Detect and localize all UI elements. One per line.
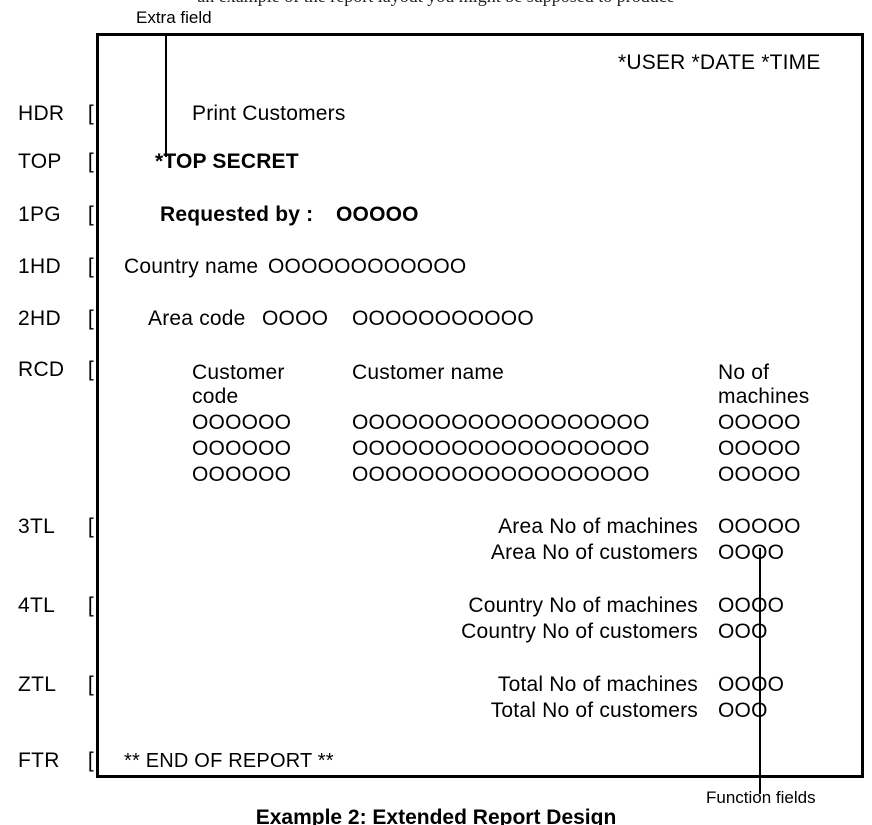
total-value-area-machines: OOOOO	[718, 515, 801, 538]
section-code-ztl-label: ZTL	[18, 673, 57, 696]
section-code-hdr: HDR [	[18, 102, 96, 126]
section-code-1hd-label: 1HD	[18, 255, 61, 278]
section-bracket-top: [	[87, 150, 94, 173]
column-header-customer-code-line2: code	[192, 385, 239, 408]
column-header-customer-name: Customer name	[352, 361, 504, 384]
table-row-machines: OOOOO	[718, 463, 801, 486]
total-value-area-customers: OOOO	[718, 541, 785, 564]
section-bracket-hdr: [	[87, 102, 94, 125]
table-row-machines: OOOOO	[718, 437, 801, 460]
report-title: Print Customers	[192, 102, 346, 125]
area-code-field: OOOO	[262, 307, 329, 330]
clipped-top-text: an example of the report layout you migh…	[0, 0, 872, 12]
section-code-ftr-label: FTR	[18, 749, 60, 772]
section-code-1pg-label: 1PG	[18, 203, 61, 226]
section-code-1hd: 1HD [	[18, 255, 96, 279]
top-secret-banner: *TOP SECRET	[155, 150, 299, 173]
section-code-4tl-label: 4TL	[18, 594, 56, 617]
system-fields: *USER *DATE *TIME	[618, 51, 821, 74]
requested-by-label: Requested by :	[160, 203, 314, 226]
country-name-label: Country name	[124, 255, 259, 278]
section-code-3tl-label: 3TL	[18, 515, 56, 538]
table-row-name: OOOOOOOOOOOOOOOOOO	[352, 463, 650, 486]
section-bracket-3tl: [	[87, 515, 94, 538]
section-code-ztl: ZTL [	[18, 673, 96, 697]
area-name-field: OOOOOOOOOOO	[352, 307, 534, 330]
table-row-name: OOOOOOOOOOOOOOOOOO	[352, 437, 650, 460]
total-value-country-customers: OOO	[718, 620, 768, 643]
section-code-4tl: 4TL [	[18, 594, 96, 618]
total-label-country-customers: Country No of customers	[461, 620, 698, 643]
section-code-hdr-label: HDR	[18, 102, 65, 125]
annotation-extra-field: Extra field	[136, 8, 212, 28]
total-value-total-machines: OOOO	[718, 673, 785, 696]
total-label-country-machines: Country No of machines	[468, 594, 698, 617]
section-bracket-1hd: [	[87, 255, 94, 278]
section-bracket-2hd: [	[87, 307, 94, 330]
figure-caption-text: Example 2: Extended Report Design	[255, 806, 617, 825]
section-code-rcd-label: RCD	[18, 358, 65, 381]
annotation-function-fields: Function fields	[706, 788, 816, 808]
section-code-top-label: TOP	[18, 150, 62, 173]
report-footer: ** END OF REPORT **	[124, 750, 334, 772]
section-bracket-rcd: [	[87, 358, 94, 381]
section-code-1pg: 1PG [	[18, 203, 96, 227]
total-value-country-machines: OOOO	[718, 594, 785, 617]
section-bracket-ztl: [	[87, 673, 94, 696]
column-header-no-of-machines-line2: machines	[718, 385, 810, 408]
annotation-function-fields-label: Function fields	[706, 788, 816, 807]
section-code-rcd: RCD [	[18, 358, 96, 382]
total-label-area-customers: Area No of customers	[490, 541, 698, 564]
figure-caption: Example 2: Extended Report Design	[0, 806, 872, 825]
section-code-ftr: FTR [	[18, 749, 96, 773]
total-label-total-customers: Total No of customers	[490, 699, 698, 722]
annotation-extra-field-label: Extra field	[136, 8, 212, 27]
report-design-frame	[96, 33, 864, 778]
column-header-customer-code: Customer	[192, 361, 285, 384]
table-row-machines: OOOOO	[718, 411, 801, 434]
column-header-no-of-machines: No of	[718, 361, 770, 384]
table-row-name: OOOOOOOOOOOOOOOOOO	[352, 411, 650, 434]
section-code-top: TOP [	[18, 150, 96, 174]
section-bracket-4tl: [	[87, 594, 94, 617]
total-label-total-machines: Total No of machines	[497, 673, 698, 696]
table-row-code: OOOOOO	[192, 411, 292, 434]
total-label-area-machines: Area No of machines	[498, 515, 698, 538]
leader-line-function-fields	[759, 548, 761, 794]
section-code-2hd-label: 2HD	[18, 307, 61, 330]
section-code-2hd: 2HD [	[18, 307, 96, 331]
leader-line-extra-field	[165, 33, 167, 157]
country-name-field: OOOOOOOOOOOO	[268, 255, 467, 278]
section-bracket-1pg: [	[87, 203, 94, 226]
table-row-code: OOOOOO	[192, 437, 292, 460]
section-bracket-ftr: [	[87, 749, 94, 772]
area-code-label: Area code	[148, 307, 246, 330]
table-row-code: OOOOOO	[192, 463, 292, 486]
total-value-total-customers: OOO	[718, 699, 768, 722]
requested-by-field: OOOOO	[336, 203, 419, 226]
section-code-3tl: 3TL [	[18, 515, 96, 539]
